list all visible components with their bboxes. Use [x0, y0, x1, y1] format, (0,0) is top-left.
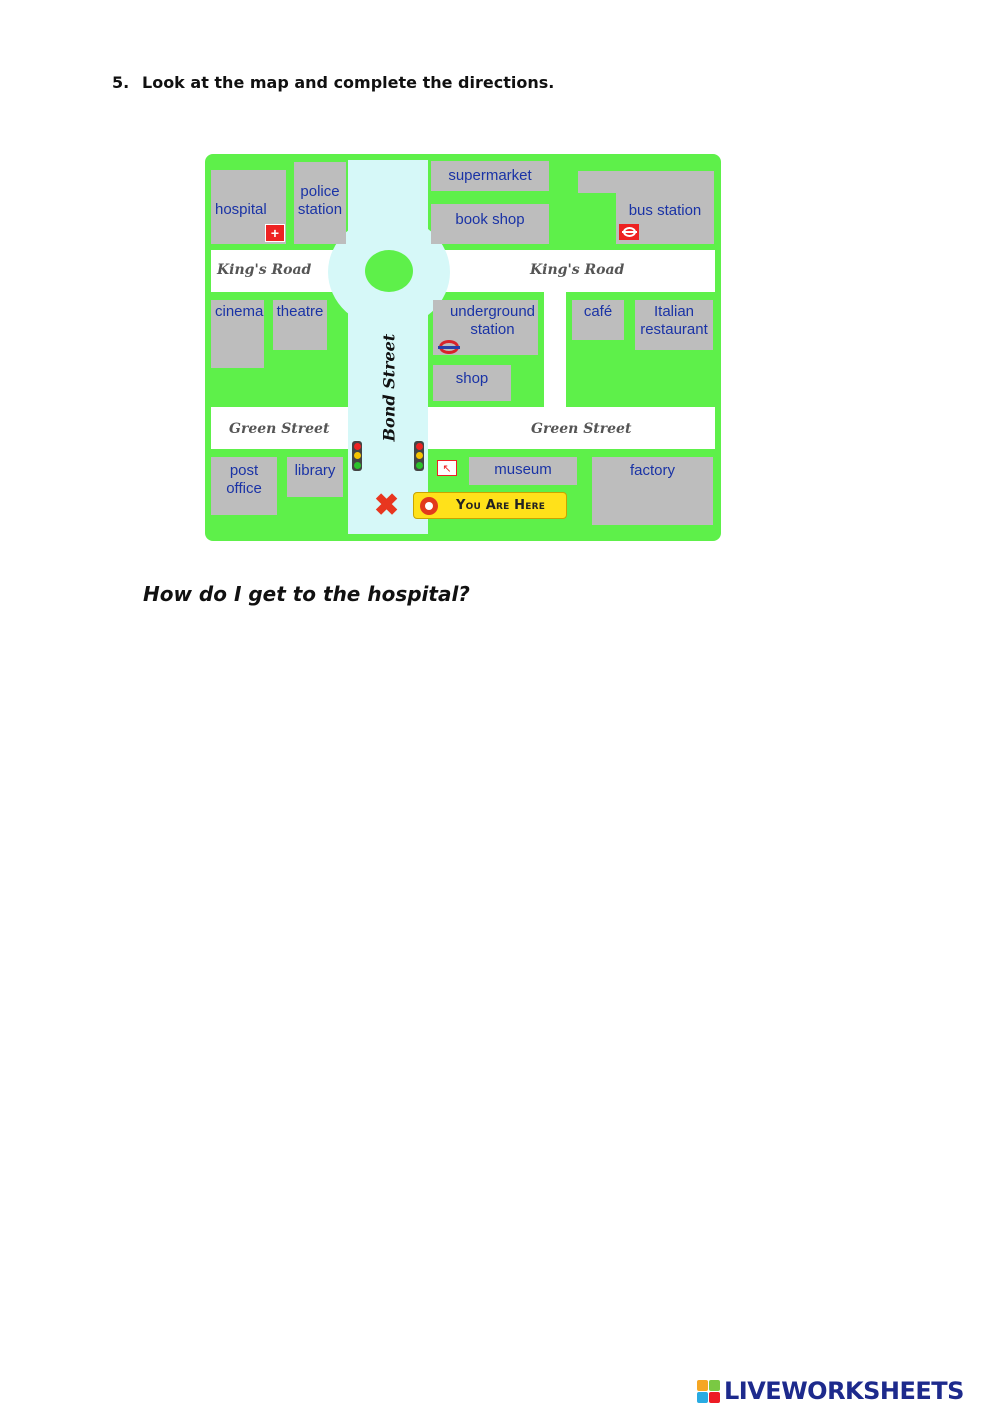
liveworksheets-brand-text: LIVEWORKSHEETS — [724, 1377, 964, 1405]
post-office-label-2: office — [226, 480, 262, 497]
traffic-light-icon — [352, 441, 362, 471]
kings-road-label-left: King's Road — [217, 262, 312, 278]
hospital-cross-icon: + — [265, 224, 285, 242]
bus-station-icon — [619, 224, 639, 240]
bus-station-label: bus station — [628, 202, 702, 219]
side-road — [544, 292, 566, 407]
book-shop-label: book shop — [455, 211, 525, 228]
question-text: How do I get to the hospital? — [143, 582, 470, 606]
exercise-instruction: 5. Look at the map and complete the direc… — [112, 73, 554, 92]
underground-label-2: station — [470, 321, 515, 338]
cinema: cinema — [211, 300, 264, 368]
kings-road — [211, 250, 715, 292]
factory-label: factory — [629, 462, 675, 479]
cinema-label: cinema — [215, 303, 264, 320]
exercise-number: 5. — [112, 73, 130, 92]
liveworksheets-logo: LIVEWORKSHEETS — [697, 1377, 964, 1405]
cafe-label: café — [583, 303, 613, 320]
library: library — [287, 457, 343, 497]
museum-label: museum — [494, 461, 552, 478]
supermarket: supermarket — [431, 161, 549, 191]
cafe: café — [572, 300, 624, 340]
book-shop: book shop — [431, 204, 549, 244]
theatre: theatre — [273, 300, 327, 350]
green-street — [211, 407, 715, 449]
street-map: King's Road King's Road Green Street Gre… — [205, 154, 721, 541]
italian-restaurant-label-2: restaurant — [640, 321, 708, 338]
shop: shop — [433, 365, 511, 401]
traffic-light-icon — [414, 441, 424, 471]
green-street-label-right: Green Street — [531, 421, 632, 437]
museum-icon: ↖ — [437, 460, 457, 476]
underground-station: underground station — [433, 300, 538, 355]
green-street-label-left: Green Street — [229, 421, 330, 437]
library-label: library — [294, 462, 336, 479]
factory: factory — [592, 457, 713, 525]
bond-street-label: Bond Street — [379, 333, 399, 442]
italian-restaurant: Italian restaurant — [635, 300, 713, 350]
roundabout-island — [365, 250, 413, 292]
post-office-label-1: post — [229, 462, 259, 479]
police-station-label-1: police — [300, 183, 340, 200]
kings-road-label-right: King's Road — [530, 262, 625, 278]
underground-icon — [438, 340, 460, 354]
hospital-label: hospital — [215, 201, 267, 218]
police-station-label-2: station — [297, 201, 343, 218]
you-are-here-badge: You Are Here — [413, 492, 567, 519]
you-are-here-cross-icon: ✖ — [374, 489, 400, 522]
italian-restaurant-label-1: Italian — [653, 303, 695, 320]
post-office: post office — [211, 457, 277, 515]
instruction-text: Look at the map and complete the directi… — [142, 73, 555, 92]
you-are-here-label: You Are Here — [456, 498, 546, 513]
supermarket-label: supermarket — [448, 167, 532, 184]
shop-label: shop — [455, 370, 489, 387]
liveworksheets-logo-icon — [697, 1379, 720, 1403]
underground-label-1: underground — [449, 303, 536, 320]
theatre-label: theatre — [276, 303, 324, 320]
police-station: police station — [294, 162, 346, 244]
museum: museum — [469, 457, 577, 485]
location-pin-icon — [420, 496, 438, 515]
bus-station-top — [578, 171, 714, 193]
